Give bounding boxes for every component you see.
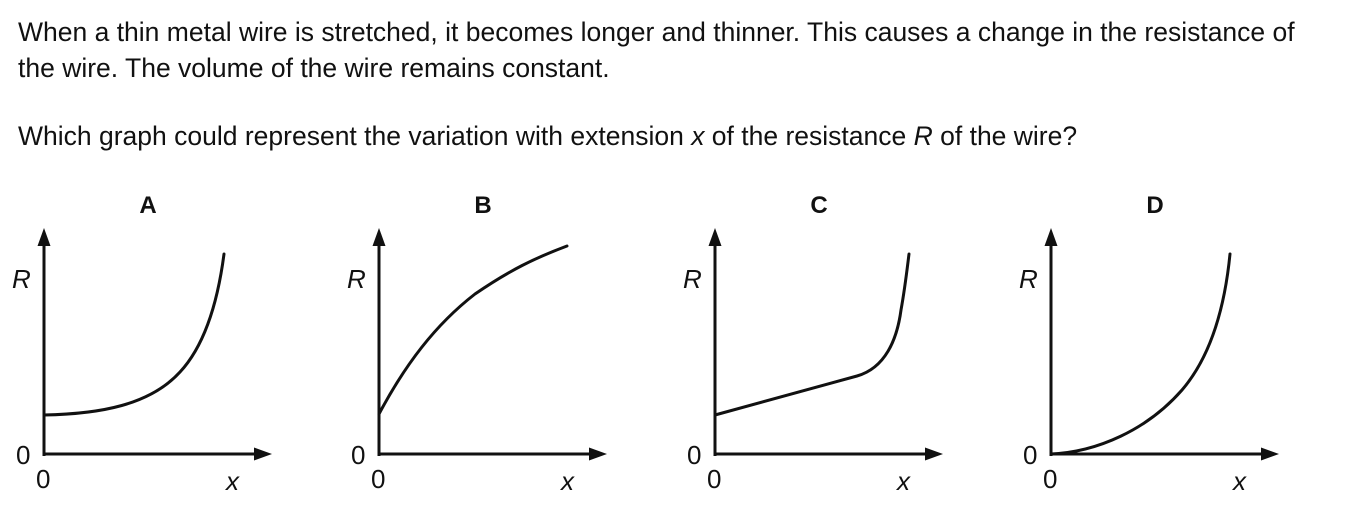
y-axis-label: R [12, 264, 31, 294]
y-axis-arrow-icon [372, 228, 386, 246]
curve-b [377, 244, 569, 416]
x-axis-label: x [1233, 466, 1246, 496]
y-origin-label: 0 [16, 440, 31, 470]
y-axis-arrow-icon [1044, 228, 1058, 246]
variable-x: x [691, 121, 705, 151]
graph-d-plot [1044, 228, 1279, 461]
y-axis-arrow-icon [708, 228, 722, 246]
x-origin-label: 0 [1043, 464, 1058, 494]
x-origin-label: 0 [371, 464, 386, 494]
question-text-start: Which graph could represent the variatio… [18, 121, 692, 151]
graph-option-a[interactable]: A R 0 0 x [0, 190, 300, 500]
graph-option-c[interactable]: C R 0 0 x [671, 190, 971, 500]
x-origin-label: 0 [36, 464, 51, 494]
option-label-a: A [139, 192, 157, 219]
x-axis-arrow-icon [1261, 447, 1279, 461]
x-axis-label: x [897, 466, 910, 496]
curve-d [1049, 252, 1232, 456]
question-paragraph-2: Which graph could represent the variatio… [18, 118, 1338, 154]
graph-c-plot [708, 228, 943, 461]
y-origin-label: 0 [687, 440, 702, 470]
option-label-c: C [810, 192, 828, 219]
x-axis-label: x [561, 466, 574, 496]
x-axis-arrow-icon [925, 447, 943, 461]
graph-a-plot [37, 228, 272, 461]
option-label-b: B [474, 192, 492, 219]
y-axis-label: R [347, 264, 366, 294]
graph-b-plot [372, 228, 607, 461]
y-origin-label: 0 [351, 440, 366, 470]
y-axis-arrow-icon [37, 228, 51, 246]
question-text-end: of the wire? [932, 121, 1078, 151]
graph-option-d[interactable]: D R 0 0 x [1007, 190, 1307, 500]
x-axis-label: x [226, 466, 239, 496]
x-axis-arrow-icon [254, 447, 272, 461]
graph-option-b[interactable]: B R 0 0 x [335, 190, 635, 500]
curve-c [713, 252, 911, 417]
question-paragraph-1: When a thin metal wire is stretched, it … [18, 17, 1295, 83]
x-origin-label: 0 [707, 464, 722, 494]
y-axis-label: R [683, 264, 702, 294]
y-origin-label: 0 [1023, 440, 1038, 470]
option-label-d: D [1146, 192, 1164, 219]
x-axis-arrow-icon [589, 447, 607, 461]
curve-a [42, 252, 226, 417]
question-text-middle: of the resistance [704, 121, 914, 151]
question-text: When a thin metal wire is stretched, it … [18, 14, 1338, 154]
y-axis-label: R [1019, 264, 1038, 294]
variable-r: R [913, 121, 933, 151]
